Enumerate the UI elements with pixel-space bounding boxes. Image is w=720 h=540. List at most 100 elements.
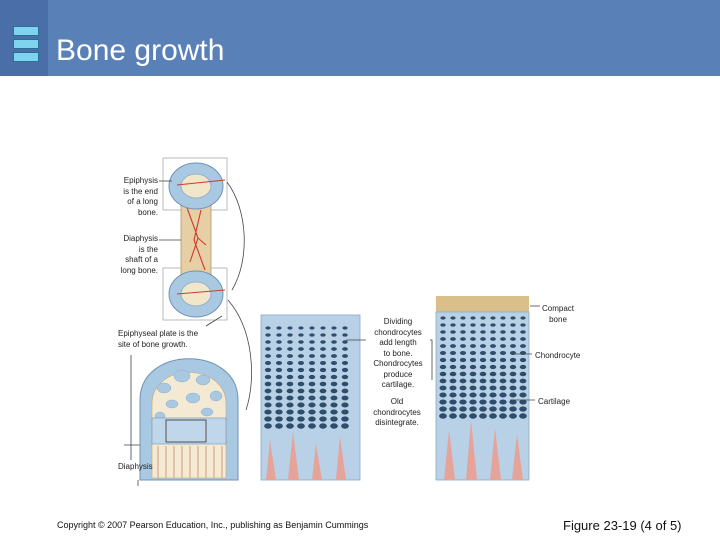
epiphyseal-plate-label: Epiphyseal plate is the site of bone gro… bbox=[118, 329, 199, 349]
chondrocyte-cell bbox=[331, 326, 337, 330]
chondrocyte-cell bbox=[320, 333, 326, 337]
chondrocyte-cell bbox=[319, 409, 327, 415]
chondrocyte-cell bbox=[459, 406, 467, 412]
chondrocyte-cell bbox=[439, 385, 447, 391]
chondrocyte-cell bbox=[287, 333, 293, 337]
chondrocyte-cell bbox=[469, 385, 477, 391]
chondrocyte-cell bbox=[308, 423, 316, 429]
chondrocyte-cell bbox=[469, 392, 477, 398]
chondrocyte-cell bbox=[275, 395, 283, 401]
chondrocyte-cell bbox=[342, 354, 348, 358]
chondrocyte-cell bbox=[341, 374, 349, 380]
chondrocyte-cell bbox=[276, 333, 282, 337]
chondrocyte-cell bbox=[287, 340, 293, 344]
chondrocyte-cell bbox=[276, 340, 282, 344]
chondrocyte-cell bbox=[286, 388, 294, 394]
chondrocyte-cell bbox=[276, 347, 282, 351]
chondrocyte-cell bbox=[479, 399, 487, 405]
chondrocyte-cell bbox=[439, 371, 447, 377]
chondrocyte-cell bbox=[510, 330, 516, 334]
chondrocyte-cell bbox=[341, 423, 349, 429]
chondrocyte-cell bbox=[489, 413, 497, 419]
chondrocyte-cell bbox=[440, 323, 446, 327]
chondrocyte-cell bbox=[449, 385, 457, 391]
chondrocyte-cell bbox=[319, 423, 327, 429]
chondrocyte-cell bbox=[297, 361, 305, 365]
chondrocyte-cell bbox=[330, 416, 338, 422]
chondrocyte-cell bbox=[459, 371, 467, 377]
chondrocyte-columns-right bbox=[439, 316, 527, 419]
chondrocyte-cell bbox=[519, 378, 527, 384]
chondrocyte-cell bbox=[264, 395, 272, 401]
chondrocyte-cell bbox=[298, 326, 304, 330]
chondrocyte-cell bbox=[298, 347, 304, 351]
chondrocyte-cell bbox=[499, 392, 507, 398]
chondrocyte-cell bbox=[264, 374, 272, 380]
chondrocyte-cell bbox=[341, 416, 349, 422]
chondrocyte-cell bbox=[330, 409, 338, 415]
chondrocyte-cell bbox=[509, 378, 517, 384]
chondrocyte-cell bbox=[509, 357, 517, 363]
chondrocyte-cell bbox=[309, 340, 315, 344]
chondrocyte-cell bbox=[331, 354, 337, 358]
chondrocyte-cell bbox=[510, 344, 516, 348]
chondrocyte-cell bbox=[287, 347, 293, 351]
chondrocyte-cell bbox=[286, 395, 294, 401]
chondrocyte-cell bbox=[459, 399, 467, 405]
chondrocyte-cell bbox=[469, 406, 477, 412]
chondrocyte-cell bbox=[520, 323, 526, 327]
chondrocyte-cell bbox=[342, 347, 348, 351]
chondrocyte-cell bbox=[449, 378, 457, 384]
chondrocyte-cell bbox=[450, 337, 456, 341]
chondrocyte-cell bbox=[470, 316, 476, 320]
chondrocyte-cell bbox=[519, 385, 527, 391]
chondrocyte-cell bbox=[519, 413, 527, 419]
chondrocyte-cell bbox=[479, 371, 487, 377]
chondrocyte-cell bbox=[308, 395, 316, 401]
chondrocyte-cell bbox=[470, 330, 476, 334]
chondrocyte-cell bbox=[287, 354, 293, 358]
chondrocyte-cell bbox=[509, 399, 517, 405]
chondrocyte-cell bbox=[309, 354, 315, 358]
chondrocyte-cell bbox=[489, 399, 497, 405]
chondrocyte-cell bbox=[265, 340, 271, 344]
chondrocyte-cell bbox=[439, 364, 447, 370]
chondrocyte-cell bbox=[449, 364, 457, 370]
chondrocyte-cell bbox=[342, 340, 348, 344]
chondrocyte-cell bbox=[500, 330, 506, 334]
chondrocyte-cell bbox=[275, 423, 283, 429]
chondrocyte-cell bbox=[479, 357, 487, 363]
chondrocyte-cell bbox=[480, 316, 486, 320]
chondrocyte-cell bbox=[287, 326, 293, 330]
chondrocyte-cell bbox=[330, 402, 338, 408]
chondrocyte-cell bbox=[439, 399, 447, 405]
chondrocyte-cell bbox=[275, 409, 283, 415]
chondrocyte-cell bbox=[520, 316, 526, 320]
chondrocyte-cell bbox=[489, 364, 497, 370]
chondrocyte-cell bbox=[319, 402, 327, 408]
chondrocyte-cell bbox=[275, 374, 283, 380]
chondrocyte-cell bbox=[275, 367, 283, 373]
chondrocyte-cell bbox=[459, 385, 467, 391]
chondrocyte-cell bbox=[440, 316, 446, 320]
chondrocyte-cell bbox=[297, 409, 305, 415]
chondrocyte-cell bbox=[330, 367, 338, 373]
chondrocyte-cell bbox=[440, 337, 446, 341]
dividing-chondrocytes-label: Dividing chondrocytes add length to bone… bbox=[373, 317, 423, 389]
chondrocyte-cell bbox=[264, 409, 272, 415]
chondrocyte-cell bbox=[449, 392, 457, 398]
chondrocyte-cell bbox=[275, 402, 283, 408]
old-chondrocytes-label: Old chondrocytes disintegrate. bbox=[373, 397, 421, 427]
chondrocyte-cell bbox=[264, 423, 272, 429]
chondrocyte-cell bbox=[309, 326, 315, 330]
chondrocyte-cell bbox=[286, 361, 294, 365]
chondrocyte-cell bbox=[459, 351, 467, 355]
chondrocyte-cell bbox=[308, 416, 316, 422]
epiphysis-label: Epiphysis is the end of a long bone. bbox=[123, 176, 158, 217]
chondrocyte-cell bbox=[450, 330, 456, 334]
chondrocyte-cell bbox=[500, 337, 506, 341]
chondrocyte-cell bbox=[459, 378, 467, 384]
chondrocyte-cell bbox=[308, 388, 316, 394]
chondrocyte-cell bbox=[297, 374, 305, 380]
chondrocyte-cell bbox=[264, 361, 272, 365]
